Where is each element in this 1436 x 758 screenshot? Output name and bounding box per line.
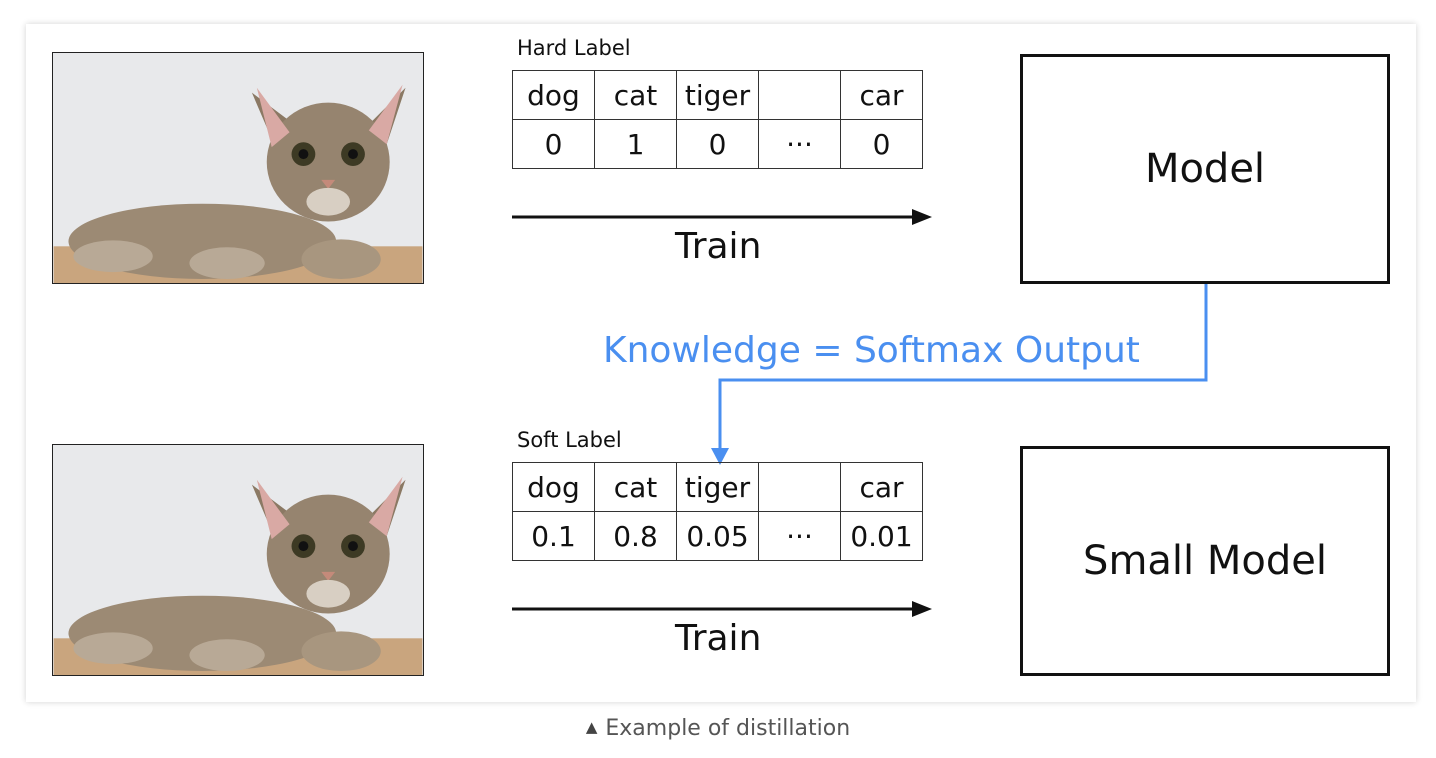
class-cell: cat — [594, 462, 677, 512]
value-cell: 0.1 — [512, 511, 595, 561]
figure-caption: ▲ Example of distillation — [0, 716, 1436, 741]
table-row: dog cat tiger car — [512, 462, 923, 512]
class-cell: tiger — [676, 462, 759, 512]
value-cell: ··· — [758, 119, 841, 169]
class-cell — [758, 462, 841, 512]
hard-label-table: dog cat tiger car 0 1 0 ··· 0 — [512, 70, 923, 169]
class-cell: cat — [594, 70, 677, 120]
train-label-top: Train — [675, 226, 762, 267]
soft-label-title: Soft Label — [517, 428, 622, 452]
hard-label-title: Hard Label — [517, 36, 631, 60]
class-cell: tiger — [676, 70, 759, 120]
teacher-model-box: Model — [1020, 54, 1390, 284]
table-row: dog cat tiger car — [512, 70, 923, 120]
value-cell: 1 — [594, 119, 677, 169]
cat-photo-top — [52, 52, 424, 284]
table-row: 0.1 0.8 0.05 ··· 0.01 — [512, 511, 923, 561]
cat-illustration — [53, 445, 423, 675]
train-arrow-bottom — [512, 601, 932, 617]
knowledge-label: Knowledge = Softmax Output — [603, 330, 1140, 371]
cat-illustration — [53, 53, 423, 283]
value-cell: 0 — [676, 119, 759, 169]
class-cell: dog — [512, 462, 595, 512]
value-cell: 0 — [512, 119, 595, 169]
model-label: Small Model — [1083, 538, 1327, 584]
caption-text: Example of distillation — [605, 716, 851, 741]
train-arrow-top — [512, 209, 932, 225]
class-cell: car — [840, 462, 923, 512]
student-model-box: Small Model — [1020, 446, 1390, 676]
triangle-up-icon: ▲ — [585, 718, 598, 736]
value-cell: 0.8 — [594, 511, 677, 561]
value-cell: 0 — [840, 119, 923, 169]
soft-label-table: dog cat tiger car 0.1 0.8 0.05 ··· 0.01 — [512, 462, 923, 561]
value-cell: ··· — [758, 511, 841, 561]
value-cell: 0.01 — [840, 511, 923, 561]
train-label-bottom: Train — [675, 618, 762, 659]
cat-photo-bottom — [52, 444, 424, 676]
model-label: Model — [1144, 146, 1266, 192]
class-cell: dog — [512, 70, 595, 120]
table-row: 0 1 0 ··· 0 — [512, 119, 923, 169]
class-cell: car — [840, 70, 923, 120]
value-cell: 0.05 — [676, 511, 759, 561]
class-cell — [758, 70, 841, 120]
